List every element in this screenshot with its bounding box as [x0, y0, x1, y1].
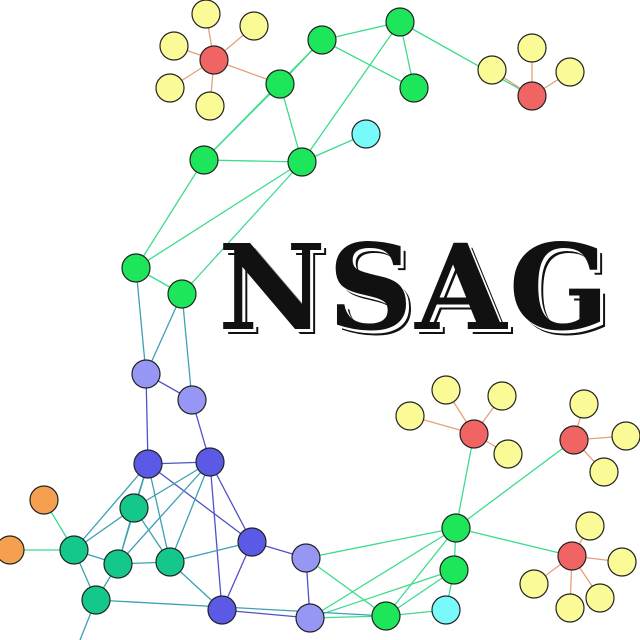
graph-edge: [135, 267, 147, 375]
graph-edge: [181, 293, 193, 401]
graph-node: [559, 425, 589, 455]
graph-node: [191, 0, 221, 29]
graph-edge: [95, 599, 387, 617]
graph-edge: [145, 293, 183, 375]
graph-edge: [455, 527, 573, 557]
graph-node: [351, 119, 381, 149]
graph-node: [29, 485, 59, 515]
graph-edge: [399, 21, 533, 97]
graph-node: [399, 73, 429, 103]
graph-node: [155, 547, 185, 577]
graph-node: [569, 389, 599, 419]
graph-edge: [147, 463, 171, 563]
graph-edge: [169, 461, 211, 563]
graph-edge: [221, 609, 311, 619]
graph-node: [167, 279, 197, 309]
graph-node: [103, 549, 133, 579]
graph-node: [59, 535, 89, 565]
graph-node: [557, 541, 587, 571]
graph-node: [611, 421, 640, 451]
graph-node: [555, 57, 585, 87]
graph-node: [159, 31, 189, 61]
graph-node: [517, 81, 547, 111]
graph-node: [81, 585, 111, 615]
graph-node: [607, 547, 637, 577]
graph-node: [287, 147, 317, 177]
graph-edge: [305, 557, 387, 617]
graph-edge: [135, 161, 303, 269]
graph-node: [517, 33, 547, 63]
graph-node: [195, 91, 225, 121]
graph-node: [189, 145, 219, 175]
graph-node: [119, 493, 149, 523]
graph-node: [439, 555, 469, 585]
graph-node: [291, 543, 321, 573]
graph-edge: [135, 159, 205, 269]
graph-node: [575, 511, 605, 541]
graph-edge: [203, 159, 303, 163]
graph-node: [385, 7, 415, 37]
graph-edge: [301, 21, 401, 163]
graph-edge: [147, 463, 253, 543]
graph-node: [0, 535, 25, 565]
graph-node: [307, 25, 337, 55]
graph-node: [371, 601, 401, 631]
graph-edge: [133, 461, 211, 509]
graph-node: [265, 69, 295, 99]
graph-node: [207, 595, 237, 625]
graph-node: [155, 73, 185, 103]
graph-node: [239, 11, 269, 41]
graph-node: [237, 527, 267, 557]
graph-edge: [385, 527, 457, 617]
graph-edge: [73, 463, 149, 551]
graph-node: [441, 513, 471, 543]
graph-edge: [203, 83, 281, 161]
graph-node: [477, 55, 507, 85]
graph-node: [177, 385, 207, 415]
graph-node: [519, 569, 549, 599]
graph-edge: [209, 461, 223, 611]
graph-node: [131, 359, 161, 389]
graph-node: [195, 447, 225, 477]
graph-edge: [309, 569, 455, 619]
graph-edge: [145, 373, 149, 465]
graph-node: [121, 253, 151, 283]
graph-edge: [321, 39, 415, 89]
graph-node: [487, 381, 517, 411]
graph-edge: [209, 461, 253, 543]
graph-edge: [181, 161, 303, 295]
graph-node: [493, 439, 523, 469]
graph-node: [459, 419, 489, 449]
graph-edge: [455, 439, 575, 529]
graph-node: [585, 583, 615, 613]
graph-node: [431, 375, 461, 405]
graph-edge: [117, 461, 211, 565]
graph-edge: [305, 527, 457, 559]
logo-wordmark: NSAG: [218, 218, 612, 357]
graph-node: [555, 593, 585, 623]
graph-edge: [455, 433, 475, 529]
graph-node: [199, 45, 229, 75]
graph-node: [133, 449, 163, 479]
graph-node: [295, 603, 325, 633]
graph-node: [589, 457, 619, 487]
graph-node: [395, 401, 425, 431]
graph-edge: [309, 527, 457, 619]
graph-node: [431, 595, 461, 625]
